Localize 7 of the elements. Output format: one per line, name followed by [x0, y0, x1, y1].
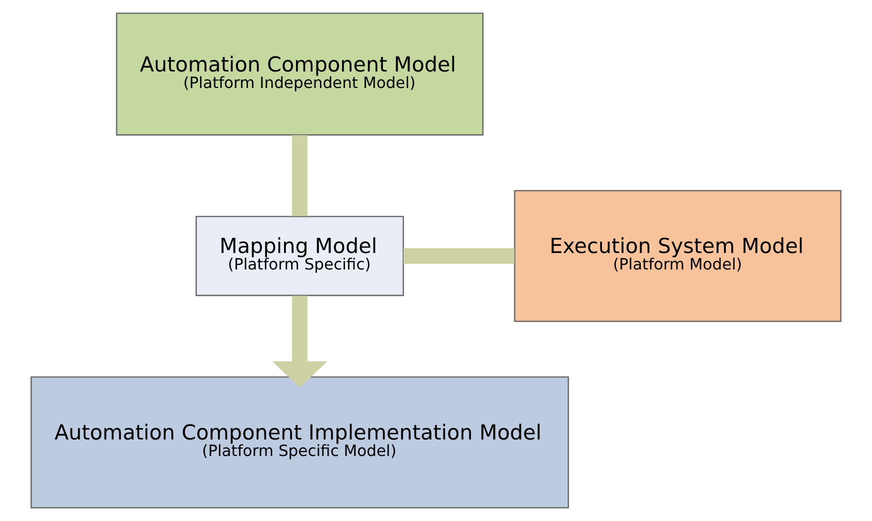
node-box: Automation Component Implementation Model (Platform Specific Model) [30, 376, 569, 508]
node-box: Mapping Model (Platform Specific) [196, 216, 404, 296]
node-box: Automation Component Model (Platform Independent Model) [116, 12, 484, 136]
arrow [272, 296, 328, 388]
connector [403, 248, 514, 264]
connector [292, 135, 308, 216]
node-box: Execution System Model (Platform Model) [514, 190, 842, 322]
